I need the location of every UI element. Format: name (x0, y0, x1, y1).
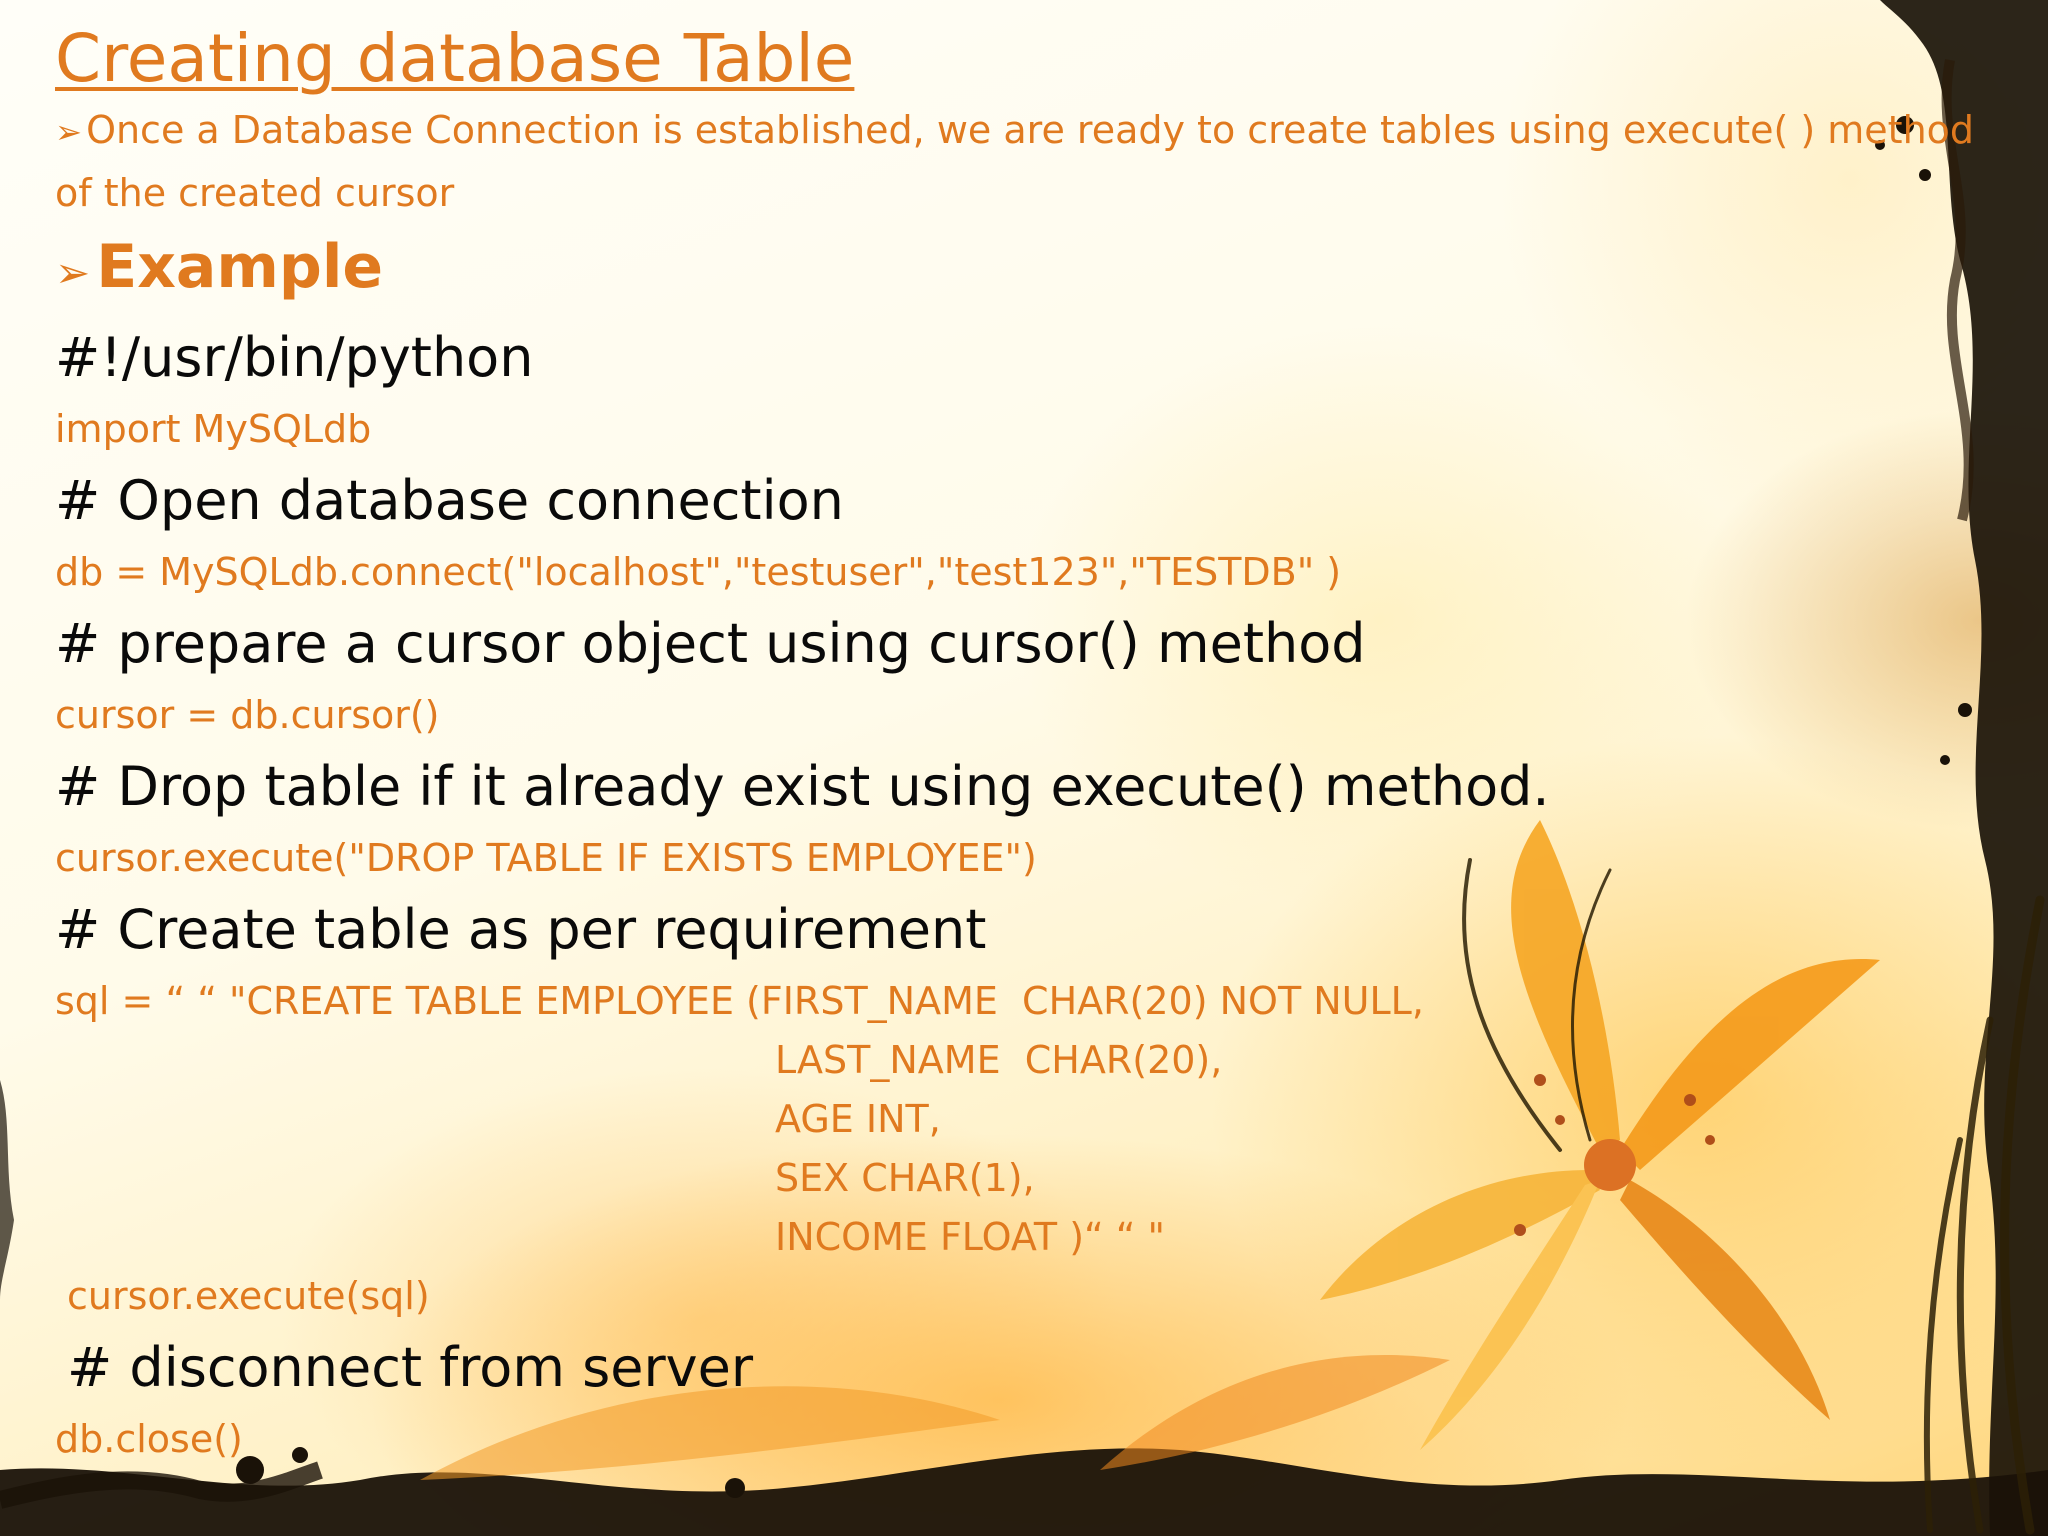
code-comment-line: # prepare a cursor object using cursor()… (55, 612, 1366, 675)
code-comment-line: #!/usr/bin/python (55, 326, 534, 389)
code-comment-line: # Drop table if it already exist using e… (55, 755, 1550, 818)
example-heading: ➢Example (55, 224, 1955, 316)
code-line: import MySQLdb (55, 407, 372, 451)
code-line: cursor = db.cursor() (55, 693, 440, 737)
code-line-indented: AGE INT, (775, 1097, 941, 1141)
example-label: Example (96, 232, 384, 302)
intro-paragraph: ➢Once a Database Connection is establish… (55, 100, 1975, 224)
code-line: cursor.execute("DROP TABLE IF EXISTS EMP… (55, 836, 1037, 880)
code-line-indented: LAST_NAME CHAR(20), (775, 1038, 1223, 1082)
code-line: cursor.execute(sql) (67, 1274, 430, 1318)
code-comment-line: # disconnect from server (67, 1336, 754, 1399)
code-line: db = MySQLdb.connect("localhost","testus… (55, 550, 1342, 594)
code-line-indented: SEX CHAR(1), (775, 1156, 1035, 1200)
code-line-indented: INCOME FLOAT )“ “ " (775, 1215, 1166, 1259)
slide-title: Creating database Table (55, 20, 855, 97)
arrow-bullet-icon: ➢ (55, 113, 83, 151)
code-line: db.close() (55, 1417, 243, 1461)
intro-text: Once a Database Connection is establishe… (55, 108, 1975, 215)
code-comment-line: # Create table as per requirement (55, 898, 987, 961)
code-line: sql = “ “ "CREATE TABLE EMPLOYEE (FIRST_… (55, 979, 1424, 1023)
arrow-bullet-icon: ➢ (55, 248, 91, 297)
slide-content: Creating database Table ➢Once a Database… (55, 18, 1974, 1469)
code-comment-line: # Open database connection (55, 469, 844, 532)
code-listing: #!/usr/bin/python import MySQLdb # Open … (55, 316, 1955, 1469)
